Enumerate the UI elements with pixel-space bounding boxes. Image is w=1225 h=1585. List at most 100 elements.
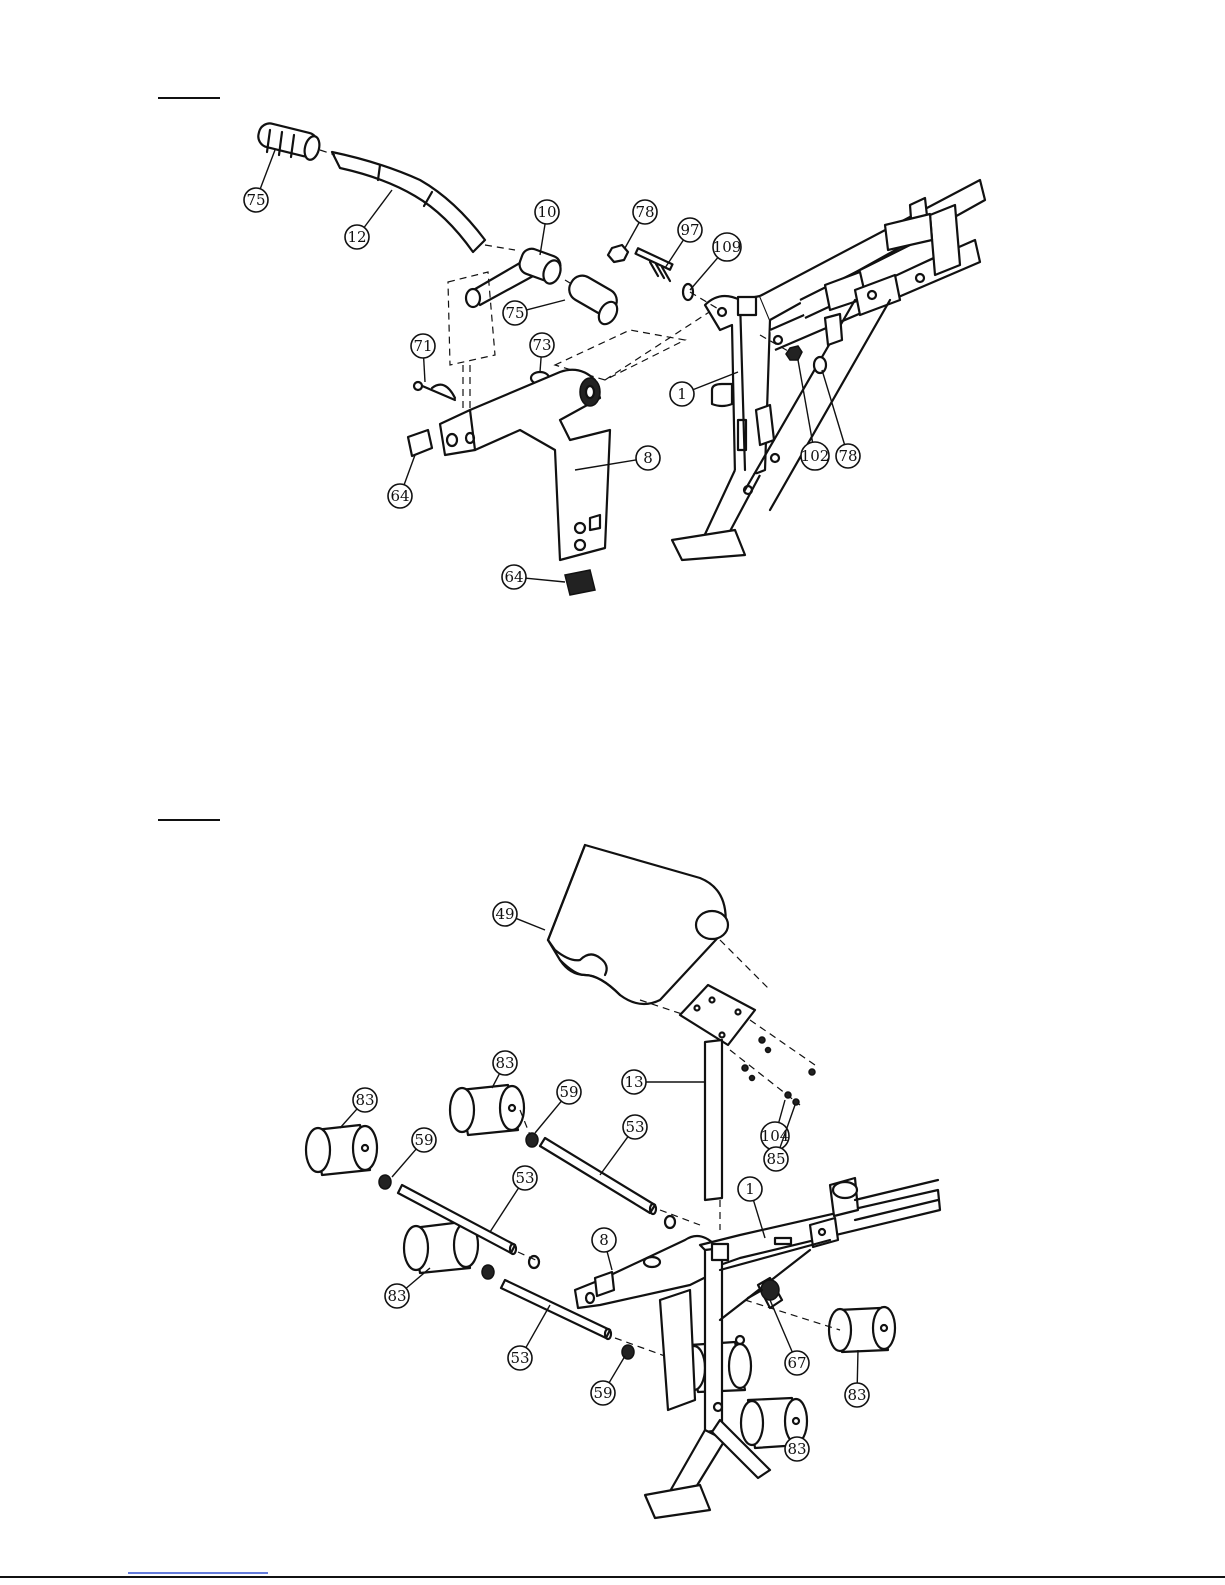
callout-number: 75 xyxy=(505,304,524,322)
callout-64: 64 xyxy=(502,565,565,589)
callout-leader xyxy=(778,1100,785,1124)
callout-number: 78 xyxy=(838,447,857,465)
callout-number: 59 xyxy=(559,1083,578,1101)
callout-leader xyxy=(406,1268,430,1288)
arm-frame-8 xyxy=(440,370,610,560)
roller-83-left xyxy=(306,1125,377,1175)
callout-number: 53 xyxy=(625,1118,644,1136)
callout-83: 83 xyxy=(340,1088,377,1128)
step-1-diagram xyxy=(256,121,985,595)
callout-leader xyxy=(527,300,565,310)
callout-49: 49 xyxy=(493,902,545,930)
callout-109: 109 xyxy=(690,233,741,290)
callout-number: 83 xyxy=(787,1440,806,1458)
callout-leader xyxy=(540,357,541,372)
callout-75: 75 xyxy=(244,150,275,212)
callout-leader xyxy=(260,150,275,189)
callout-number: 102 xyxy=(801,447,830,465)
callout-leader xyxy=(609,1356,625,1383)
callout-number: 85 xyxy=(766,1150,785,1168)
callout-leader xyxy=(690,256,719,290)
callout-leader xyxy=(607,1252,612,1270)
callout-104: 104 xyxy=(761,1100,790,1150)
callout-83: 83 xyxy=(385,1268,430,1308)
callout-number: 1 xyxy=(677,385,687,403)
nut-78-side xyxy=(786,346,802,360)
grip-75-side xyxy=(565,271,621,327)
callout-number: 83 xyxy=(387,1287,406,1305)
callout-59: 59 xyxy=(392,1128,436,1177)
callout-leader xyxy=(798,360,813,444)
callout-12: 12 xyxy=(345,190,392,249)
callout-71: 71 xyxy=(411,334,435,382)
callout-number: 109 xyxy=(713,238,742,256)
callout-53: 53 xyxy=(490,1166,537,1232)
preacher-pad-49 xyxy=(548,845,728,1004)
end-cap-64-top xyxy=(408,430,432,456)
callout-leader xyxy=(526,1305,550,1348)
callout-number: 71 xyxy=(413,337,432,355)
callout-leader xyxy=(490,1188,518,1232)
callout-83: 83 xyxy=(492,1051,517,1088)
callout-83: 83 xyxy=(845,1350,869,1407)
callout-53: 53 xyxy=(600,1115,647,1175)
callout-59: 59 xyxy=(591,1356,625,1405)
callout-number: 83 xyxy=(495,1054,514,1072)
callout-75: 75 xyxy=(503,300,565,325)
callout-number: 83 xyxy=(355,1091,374,1109)
step-2-diagram xyxy=(306,845,940,1518)
callout-leader xyxy=(770,1300,792,1352)
grip-75-top xyxy=(256,121,322,161)
washer-109 xyxy=(683,284,693,300)
roller-83-upper xyxy=(450,1085,524,1135)
callout-number: 12 xyxy=(347,228,366,246)
callout-73: 73 xyxy=(530,333,554,372)
washer-102 xyxy=(774,336,782,344)
callout-number: 8 xyxy=(599,1231,609,1249)
callout-59: 59 xyxy=(535,1080,581,1133)
callout-leader xyxy=(857,1350,858,1383)
callout-leader xyxy=(526,578,565,582)
callout-number: 78 xyxy=(635,203,654,221)
callout-number: 53 xyxy=(515,1169,534,1187)
callout-leader xyxy=(600,1137,628,1175)
callout-10: 10 xyxy=(535,200,559,255)
callout-97: 97 xyxy=(665,218,702,268)
pad-post-13 xyxy=(680,985,755,1200)
callout-number: 49 xyxy=(495,905,514,923)
callout-leader xyxy=(424,358,425,382)
callout-67: 67 xyxy=(770,1300,809,1375)
callout-number: 13 xyxy=(624,1073,643,1091)
callout-number: 10 xyxy=(537,203,556,221)
callout-number: 59 xyxy=(593,1384,612,1402)
callout-number: 97 xyxy=(680,221,699,239)
callout-8: 8 xyxy=(592,1228,616,1270)
callout-leader xyxy=(665,240,683,268)
callout-leader xyxy=(364,190,392,227)
handle-tube-10 xyxy=(466,246,564,307)
callout-number: 1 xyxy=(745,1180,755,1198)
callout-number: 59 xyxy=(414,1131,433,1149)
callout-leader xyxy=(625,222,639,248)
callout-64: 64 xyxy=(388,455,415,508)
callout-leader xyxy=(535,1101,561,1133)
callout-83: 83 xyxy=(785,1437,809,1461)
callout-13: 13 xyxy=(622,1070,705,1094)
bolts-104-85 xyxy=(730,1020,815,1105)
callout-number: 104 xyxy=(761,1127,790,1145)
callout-78: 78 xyxy=(625,200,657,248)
callout-number: 64 xyxy=(390,487,409,505)
callout-53: 53 xyxy=(508,1305,550,1370)
callout-leader xyxy=(822,370,845,445)
callout-leader xyxy=(404,455,415,485)
callout-number: 83 xyxy=(847,1386,866,1404)
callout-number: 75 xyxy=(246,191,265,209)
callout-leader xyxy=(392,1149,416,1177)
callout-leader xyxy=(516,918,545,930)
callout-number: 64 xyxy=(504,568,523,586)
pin-71 xyxy=(414,382,455,400)
callout-number: 53 xyxy=(510,1349,529,1367)
callout-number: 67 xyxy=(787,1354,806,1372)
callout-1: 1 xyxy=(738,1177,765,1238)
